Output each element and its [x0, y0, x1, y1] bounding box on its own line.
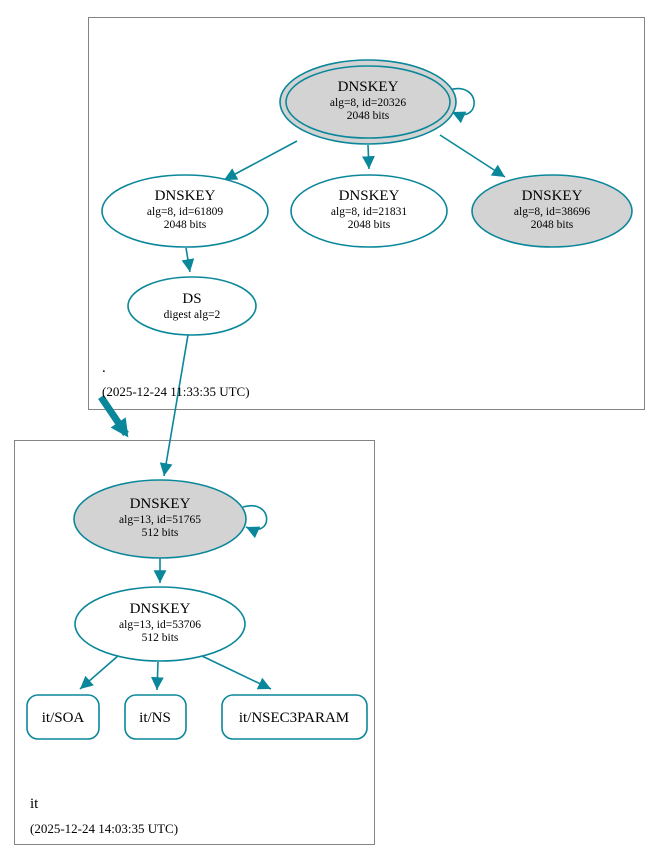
zone-timestamp-root: (2025-12-24 11:33:35 UTC) — [102, 384, 250, 399]
dnskey-ellipse — [279, 59, 457, 145]
node-ds[interactable]: DS digest alg=2 — [127, 276, 257, 336]
node-bits: 2048 bits — [348, 219, 391, 231]
node-rrset-it-soa[interactable]: it/SOA — [26, 694, 100, 740]
zone-box-it — [14, 440, 375, 845]
ds-ellipse — [127, 276, 257, 336]
node-bits: 512 bits — [142, 527, 179, 539]
edge-root-ksk-to-zsk-21831 — [362, 144, 375, 170]
node-title: DNSKEY — [339, 188, 400, 204]
edge-zsk-61809-to-ds — [181, 247, 195, 273]
edge-delegation-root-to-it — [98, 395, 129, 438]
edge-it-zsk-to-ns — [151, 661, 164, 691]
rrset-label: it/NS — [139, 710, 171, 726]
node-title: DNSKEY — [338, 79, 399, 95]
dnskey-ellipse — [73, 479, 247, 559]
edge-root-ksk-to-ksk-38696 — [439, 134, 506, 178]
node-bits: 2048 bits — [531, 219, 574, 231]
rrset-box — [124, 694, 187, 740]
edge-root-ksk-to-zsk-61809 — [223, 140, 298, 181]
node-bits: 2048 bits — [347, 110, 390, 122]
zone-label-root: . — [102, 360, 106, 376]
dnskey-ellipse-inner — [285, 65, 451, 139]
edge-ds-to-it-ksk — [159, 334, 189, 477]
node-dnskey-20326[interactable]: DNSKEY alg=8, id=20326 2048 bits — [279, 59, 457, 145]
node-dnskey-21831[interactable]: DNSKEY alg=8, id=21831 2048 bits — [290, 174, 448, 248]
edges — [79, 87, 506, 691]
rrset-box — [221, 694, 368, 740]
zone-timestamp-it: (2025-12-24 14:03:35 UTC) — [30, 821, 178, 836]
edge-it-ksk-selfloop — [242, 504, 268, 539]
node-dnskey-53706[interactable]: DNSKEY alg=13, id=53706 512 bits — [74, 586, 246, 662]
edge-root-ksk-selfloop — [448, 87, 475, 124]
zone-box-root — [88, 17, 645, 410]
node-title: DNSKEY — [130, 601, 191, 617]
node-alg: alg=13, id=53706 — [119, 619, 201, 631]
node-title: DNSKEY — [130, 496, 191, 512]
edge-it-zsk-to-soa — [79, 654, 120, 690]
node-rrset-it-ns[interactable]: it/NS — [124, 694, 187, 740]
dnskey-ellipse — [74, 586, 246, 662]
rrset-label: it/NSEC3PARAM — [239, 710, 349, 726]
node-bits: 2048 bits — [164, 219, 207, 231]
node-alg: alg=8, id=38696 — [514, 206, 590, 218]
zone-label-it: it — [30, 796, 39, 812]
edge-it-zsk-to-nsec3param — [201, 655, 272, 690]
node-alg: alg=8, id=21831 — [331, 206, 407, 218]
dnskey-ellipse — [471, 174, 633, 248]
node-title: DNSKEY — [522, 188, 583, 204]
node-alg: digest alg=2 — [164, 309, 221, 321]
node-dnskey-38696[interactable]: DNSKEY alg=8, id=38696 2048 bits — [471, 174, 633, 248]
rrset-box — [26, 694, 100, 740]
node-rrset-it-nsec3param[interactable]: it/NSEC3PARAM — [221, 694, 368, 740]
node-title: DNSKEY — [155, 188, 216, 204]
node-bits: 512 bits — [142, 632, 179, 644]
rrset-label: it/SOA — [42, 710, 85, 726]
node-alg: alg=8, id=20326 — [330, 97, 406, 109]
node-title: DS — [182, 291, 201, 307]
node-alg: alg=8, id=61809 — [147, 206, 223, 218]
dnskey-ellipse — [101, 174, 269, 248]
node-alg: alg=13, id=51765 — [119, 514, 201, 526]
dnskey-ellipse — [290, 174, 448, 248]
node-dnskey-61809[interactable]: DNSKEY alg=8, id=61809 2048 bits — [101, 174, 269, 248]
node-dnskey-51765[interactable]: DNSKEY alg=13, id=51765 512 bits — [73, 479, 247, 559]
